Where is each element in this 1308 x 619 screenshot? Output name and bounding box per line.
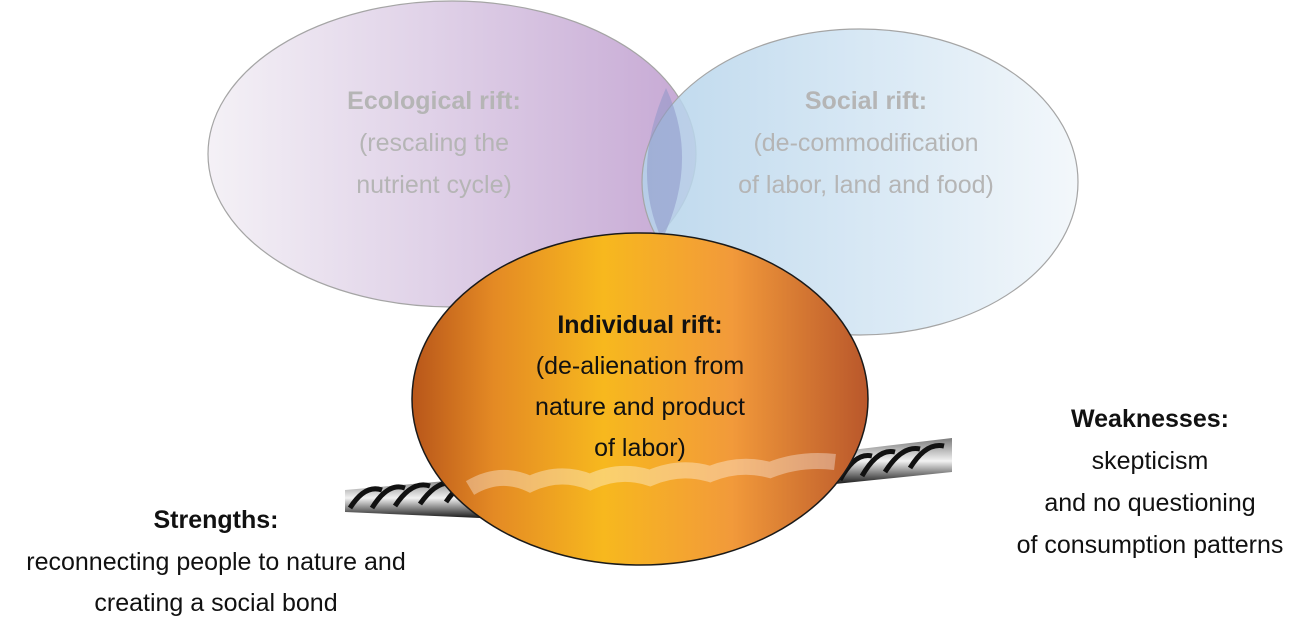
weaknesses-line-3: of consumption patterns — [1017, 531, 1284, 559]
social-rift-line-1: (de-commodification — [753, 129, 978, 157]
weaknesses-line-1: skepticism — [1092, 447, 1209, 475]
ecological-rift-line-1: (rescaling the — [359, 129, 509, 157]
individual-rift-line-3: of labor) — [594, 434, 686, 462]
ecological-rift-line-2: nutrient cycle) — [356, 171, 512, 199]
individual-rift-line-1: (de-alienation from — [536, 352, 744, 380]
individual-rift-line-2: nature and product — [535, 393, 745, 421]
individual-rift-title: Individual rift: — [557, 311, 722, 339]
social-rift-title: Social rift: — [805, 87, 927, 115]
strengths-line-1: reconnecting people to nature and — [26, 548, 405, 576]
social-rift-line-2: of labor, land and food) — [738, 171, 994, 199]
weaknesses-title: Weaknesses: — [1071, 405, 1229, 433]
weaknesses-line-2: and no questioning — [1044, 489, 1255, 517]
individual-rift-circle — [411, 232, 869, 566]
ecological-social-overlap — [646, 88, 683, 240]
strengths-title: Strengths: — [154, 506, 279, 534]
ecological-rift-title: Ecological rift: — [347, 87, 521, 115]
rope-left — [345, 478, 480, 518]
strengths-line-2: creating a social bond — [94, 589, 337, 617]
rope-through-circle — [465, 453, 836, 496]
rope-right — [835, 438, 952, 484]
